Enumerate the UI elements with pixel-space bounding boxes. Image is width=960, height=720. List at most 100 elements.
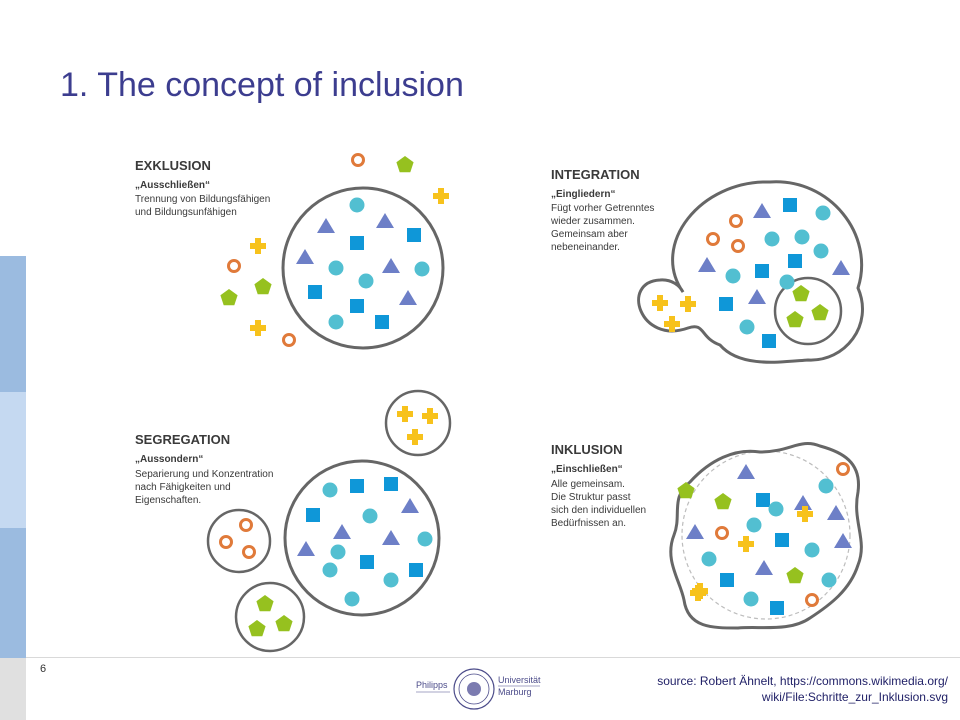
side-bar-segment-1: [0, 256, 26, 392]
integration-inner-circle: [773, 276, 843, 346]
violet-triangle-icon: [382, 530, 400, 545]
blue-square-icon: [350, 236, 364, 250]
teal-circle-icon: [414, 261, 430, 277]
source-note: source: Robert Ähnelt, https://commons.w…: [657, 673, 948, 705]
segregation-bottom-circle: [234, 581, 306, 653]
inklusion-line: Alle gemeinsam.: [551, 479, 625, 490]
violet-triangle-icon: [333, 524, 351, 539]
blue-square-icon: [788, 254, 802, 268]
blue-square-icon: [775, 533, 789, 547]
green-pentagon-icon: [256, 595, 274, 612]
integration-line: Gemeinsam aber: [551, 229, 628, 240]
university-logo: Philipps Universität Marburg: [416, 668, 541, 710]
teal-circle-icon: [322, 562, 338, 578]
green-pentagon-icon: [248, 620, 266, 637]
inklusion-subtitle: „Einschließen“: [551, 464, 623, 475]
teal-circle-icon: [358, 273, 374, 289]
inklusion-line: sich den individuellen: [551, 505, 646, 516]
orange-ring-icon: [351, 153, 365, 167]
inklusion-line: Die Struktur passt: [551, 492, 631, 503]
integration-boundary: [637, 180, 864, 364]
exklusion-line: und Bildungsunfähigen: [135, 207, 237, 218]
teal-circle-icon: [818, 478, 834, 494]
yellow-plus-icon: [250, 238, 266, 254]
integration-line: nebeneinander.: [551, 242, 620, 253]
teal-circle-icon: [821, 572, 837, 588]
integration-title: INTEGRATION: [551, 167, 640, 182]
side-bar-segment-2: [0, 392, 26, 528]
orange-ring-icon: [239, 518, 253, 532]
green-pentagon-icon: [786, 311, 804, 328]
teal-circle-icon: [815, 205, 831, 221]
teal-circle-icon: [743, 591, 759, 607]
teal-circle-icon: [328, 260, 344, 276]
orange-ring-icon: [282, 333, 296, 347]
blue-square-icon: [407, 228, 421, 242]
slide-title: 1. The concept of inclusion: [60, 66, 464, 104]
teal-circle-icon: [779, 274, 795, 290]
violet-triangle-icon: [832, 260, 850, 275]
violet-triangle-icon: [698, 257, 716, 272]
inklusion-boundary: [669, 442, 863, 630]
green-pentagon-icon: [677, 482, 695, 499]
green-pentagon-icon: [792, 285, 810, 302]
blue-square-icon: [308, 285, 322, 299]
teal-circle-icon: [725, 268, 741, 284]
yellow-plus-icon: [422, 408, 438, 424]
side-bar-segment-3: [0, 528, 26, 658]
blue-square-icon: [783, 198, 797, 212]
logo-text-right-top: Universität: [498, 675, 541, 685]
integration-subtitle: „Eingliedern“: [551, 189, 615, 200]
yellow-plus-icon: [407, 429, 423, 445]
blue-square-icon: [360, 555, 374, 569]
segregation-label: SEGREGATION „Aussondern“ Separierung und…: [135, 432, 273, 506]
shape-layer: [219, 153, 852, 637]
teal-circle-icon: [417, 531, 433, 547]
violet-triangle-icon: [401, 498, 419, 513]
exklusion-label: EXKLUSION „Ausschließen“ Trennung von Bi…: [135, 158, 270, 218]
orange-ring-icon: [729, 214, 743, 228]
violet-triangle-icon: [686, 524, 704, 539]
orange-ring-icon: [242, 545, 256, 559]
teal-circle-icon: [746, 517, 762, 533]
yellow-plus-icon: [250, 320, 266, 336]
exklusion-subtitle: „Ausschließen“: [135, 180, 210, 191]
footer-divider: [26, 657, 960, 658]
violet-triangle-icon: [317, 218, 335, 233]
violet-triangle-icon: [834, 533, 852, 548]
green-pentagon-icon: [714, 493, 732, 510]
yellow-plus-icon: [433, 188, 449, 204]
integration-line: wieder zusammen.: [550, 216, 635, 227]
segregation-top-circle: [384, 389, 452, 457]
blue-square-icon: [350, 479, 364, 493]
orange-ring-icon: [836, 462, 850, 476]
violet-triangle-icon: [399, 290, 417, 305]
blue-square-icon: [306, 508, 320, 522]
blue-square-icon: [719, 297, 733, 311]
violet-triangle-icon: [748, 289, 766, 304]
side-bar-segment-4: [0, 658, 26, 720]
yellow-plus-icon: [692, 583, 708, 599]
segregation-line: Eigenschaften.: [135, 495, 201, 506]
violet-triangle-icon: [382, 258, 400, 273]
teal-circle-icon: [794, 229, 810, 245]
blue-square-icon: [762, 334, 776, 348]
yellow-plus-icon: [664, 316, 680, 332]
violet-triangle-icon: [753, 203, 771, 218]
segregation-subtitle: „Aussondern“: [135, 454, 203, 465]
integration-label: INTEGRATION „Eingliedern“ Fügt vorher Ge…: [550, 167, 654, 253]
logo-text-right-bottom: Marburg: [498, 687, 532, 697]
violet-triangle-icon: [737, 464, 755, 479]
segregation-main-circle: [283, 459, 441, 617]
teal-circle-icon: [813, 243, 829, 259]
violet-triangle-icon: [827, 505, 845, 520]
integration-line: Fügt vorher Getrenntes: [551, 203, 654, 214]
segregation-line: Separierung und Konzentration: [135, 469, 273, 480]
segregation-left-circle: [206, 508, 272, 574]
yellow-plus-icon: [738, 536, 754, 552]
segregation-title: SEGREGATION: [135, 432, 230, 447]
orange-ring-icon: [227, 259, 241, 273]
blue-square-icon: [384, 477, 398, 491]
yellow-plus-icon: [397, 406, 413, 422]
page-number: 6: [40, 663, 47, 675]
